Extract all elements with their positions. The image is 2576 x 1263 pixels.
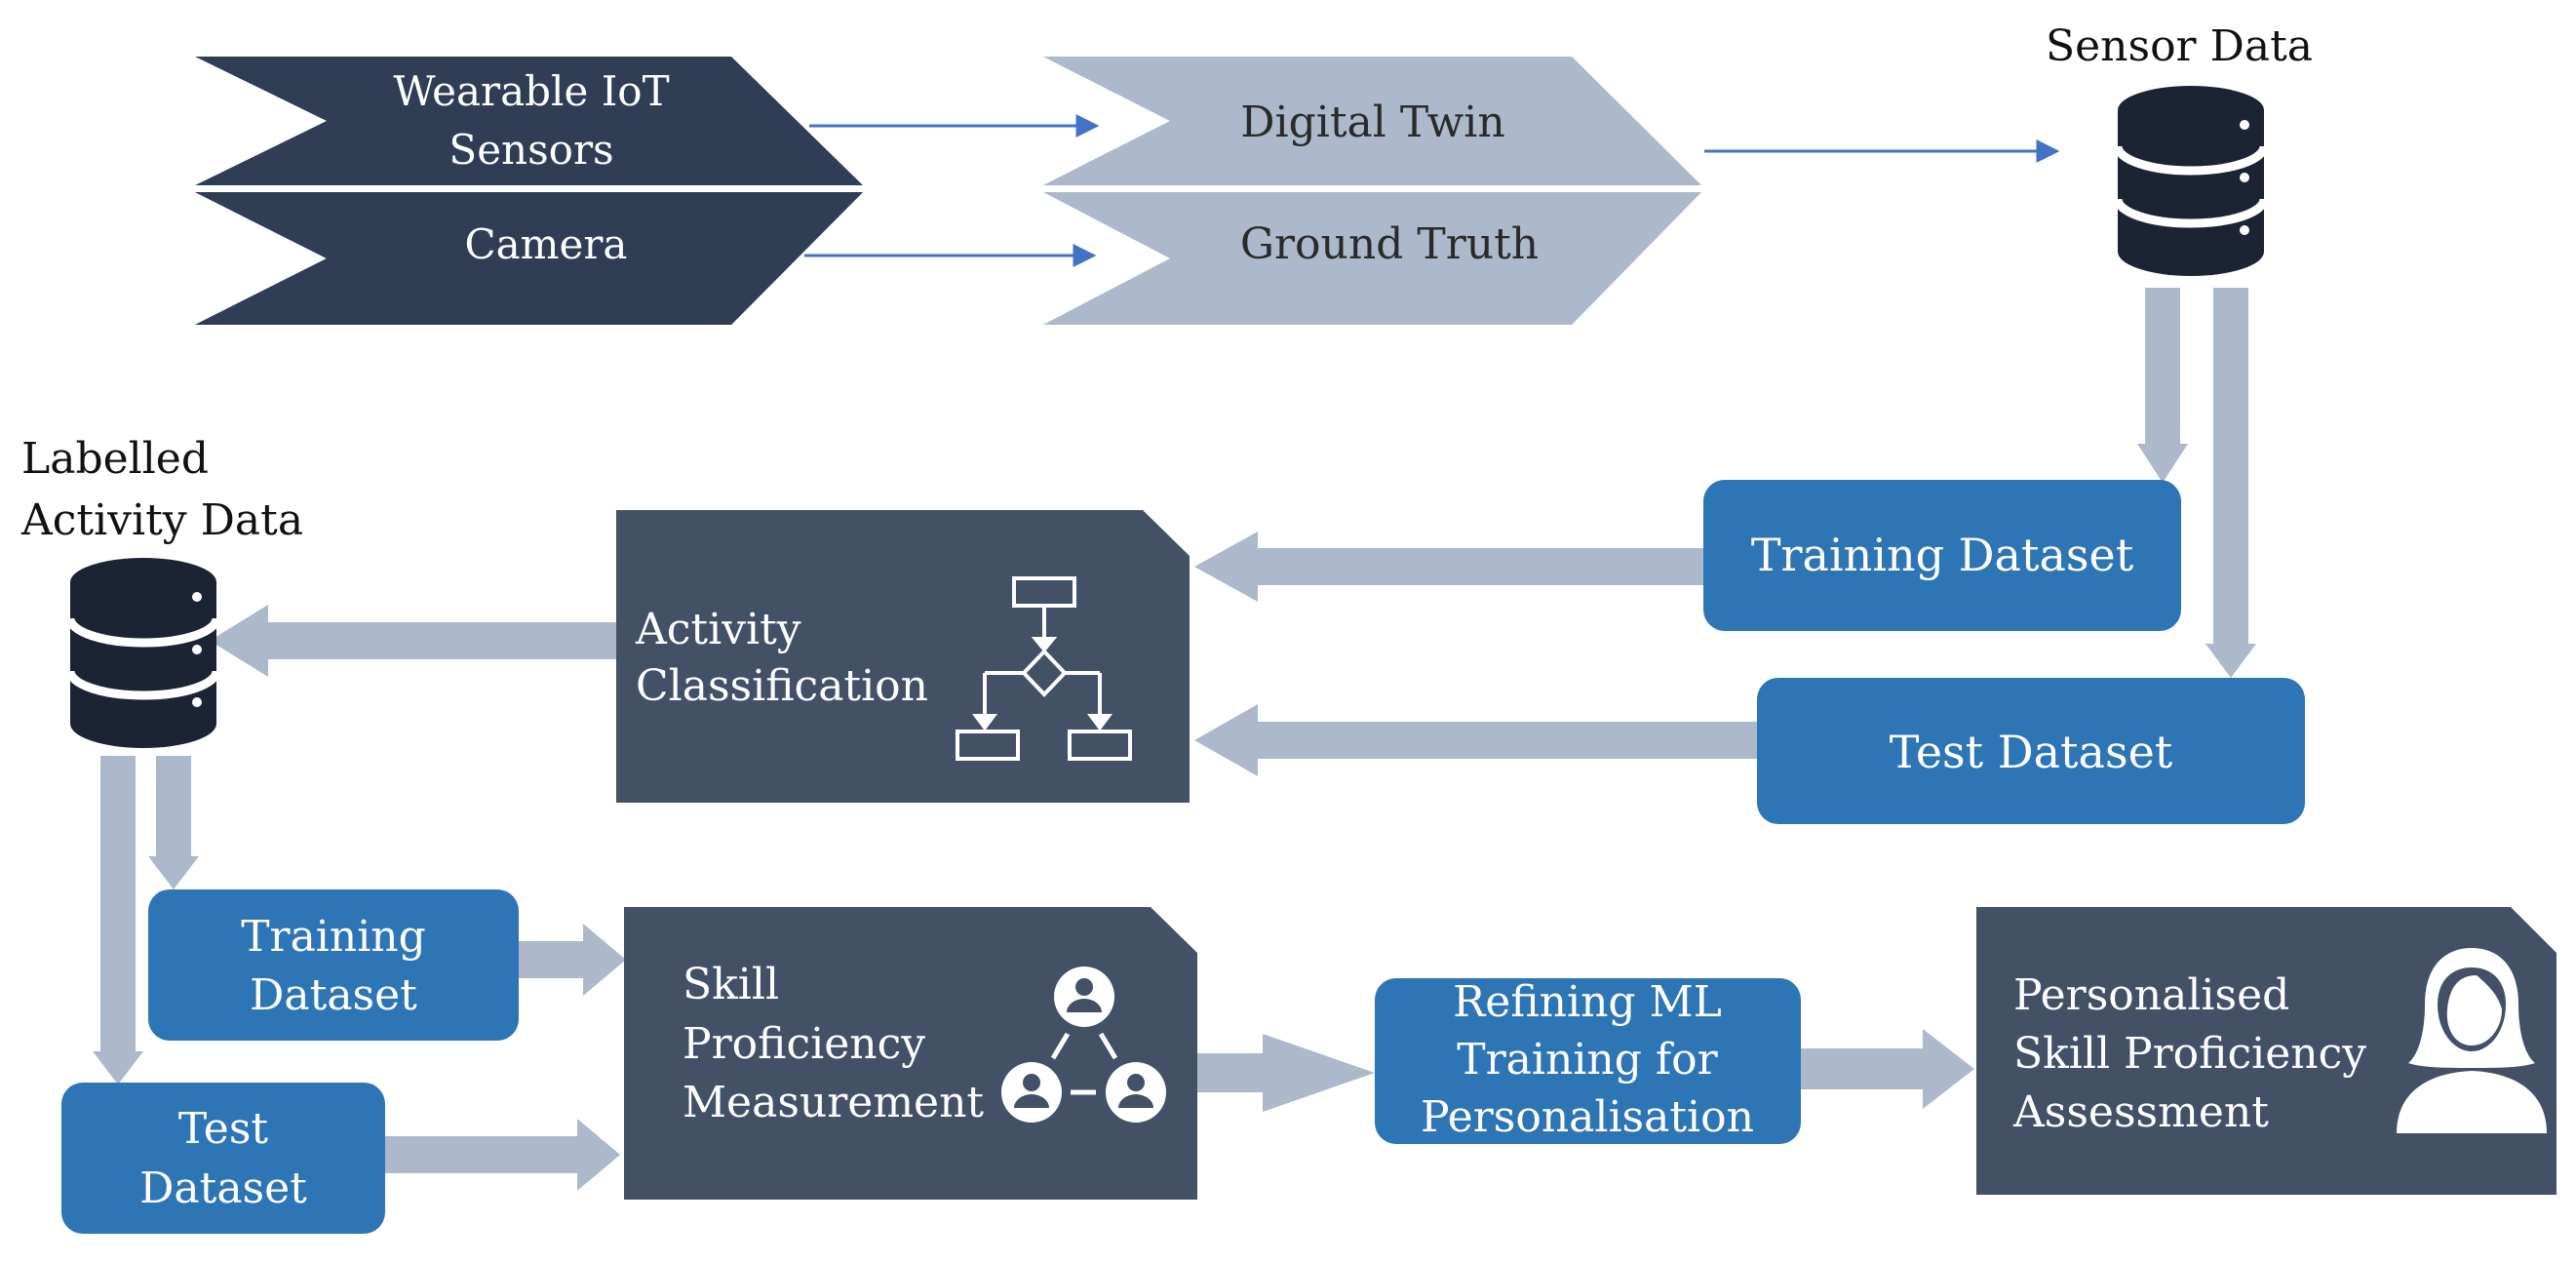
person-icon (2397, 948, 2547, 1133)
ground-truth-label: Ground Truth (1240, 219, 1539, 269)
labelled-database-icon (70, 558, 216, 748)
training-bottom-line1: Training (241, 912, 426, 962)
arrow-test-to-skill (385, 1119, 620, 1191)
arrow-skill-to-refining (1197, 1034, 1375, 1112)
sensor-database-icon (2118, 86, 2264, 276)
sensor-data-title: Sensor Data (2046, 21, 2313, 71)
training-dataset-top-label: Training Dataset (1751, 529, 2134, 581)
training-dataset-box-top (1703, 480, 2181, 631)
refining-ml-box (1375, 978, 1801, 1144)
arrow-training-to-activity (1194, 532, 1703, 602)
arrow-labelled-to-test (93, 756, 143, 1085)
flowchart-icon (956, 576, 1132, 761)
test-bottom-line2: Dataset (139, 1164, 307, 1213)
activity-classification-box (616, 510, 1190, 803)
wearable-iot-sensors-chevron (195, 57, 863, 185)
activity-label-line2: Classification (636, 661, 928, 711)
activity-label-line1: Activity (635, 605, 801, 654)
arrow-refining-to-personalised (1801, 1029, 1974, 1109)
skill-label-line1: Skill (683, 960, 779, 1009)
refining-line2: Training for (1457, 1035, 1718, 1085)
personalised-line1: Personalised (2013, 970, 2289, 1020)
training-bottom-line2: Dataset (250, 970, 417, 1020)
skill-label-line3: Measurement (683, 1078, 984, 1127)
arrow-training-to-skill (519, 924, 626, 996)
skill-label-line2: Proficiency (683, 1019, 925, 1069)
test-dataset-box-top (1757, 678, 2305, 824)
labelled-title-line1: Labelled (21, 434, 209, 484)
refining-line3: Personalisation (1421, 1092, 1754, 1142)
test-bottom-line1: Test (178, 1104, 269, 1154)
camera-label: Camera (465, 220, 628, 268)
wearable-label-line2: Sensors (449, 126, 613, 174)
labelled-title-line2: Activity Data (20, 495, 303, 545)
arrow-sensor-to-test (2205, 288, 2256, 678)
personalised-line3: Assessment (2012, 1087, 2269, 1137)
arrow-labelled-to-training (148, 756, 199, 889)
wearable-label-line1: Wearable IoT (393, 67, 669, 115)
arrow-test-to-activity (1194, 704, 1757, 776)
test-dataset-box-bottom (61, 1083, 385, 1234)
refining-line1: Refining ML (1453, 977, 1722, 1027)
team-network-icon (1001, 967, 1166, 1123)
arrow-activity-to-labelled (210, 605, 616, 677)
arrow-sensor-to-training (2137, 288, 2188, 483)
training-dataset-box-bottom (148, 889, 519, 1041)
personalised-line2: Skill Proficiency (2013, 1029, 2366, 1079)
digital-twin-label: Digital Twin (1240, 98, 1504, 147)
skill-proficiency-box (624, 907, 1197, 1200)
test-dataset-top-label: Test Dataset (1890, 726, 2173, 778)
